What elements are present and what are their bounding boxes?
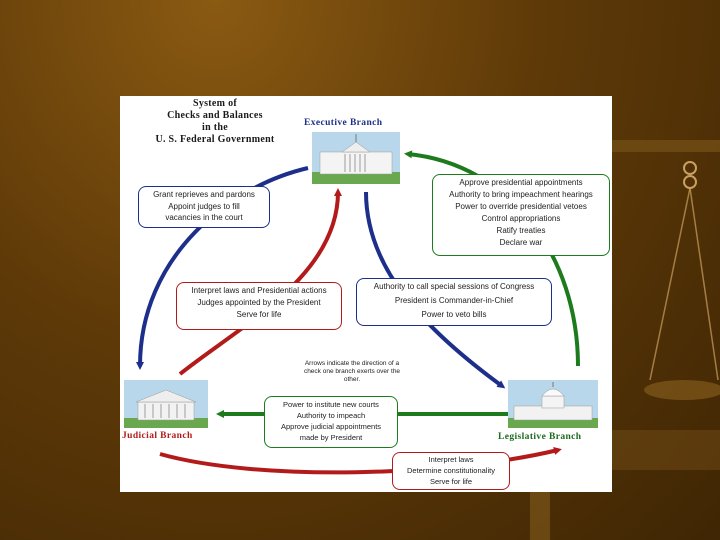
legislative-branch-label: Legislative Branch (498, 432, 582, 442)
judicial-checks-exec-box: Interpret laws and Presidential actions … (176, 282, 342, 330)
legislative-checks-exec-box: Approve presidential appointments Author… (432, 174, 610, 256)
arrow-judicial-to-legislative (159, 447, 562, 475)
white-house-image (312, 132, 400, 184)
diagram-title: System of Checks and Balances in the U. … (155, 98, 275, 145)
arrow-exec-to-judicial (136, 166, 309, 370)
judicial-branch-label: Judicial Branch (122, 431, 193, 441)
checks-and-balances-diagram: System of Checks and Balances in the U. … (120, 96, 612, 492)
exec-checks-legislative-box: Authority to call special sessions of Co… (356, 278, 552, 326)
legislative-checks-judicial-box: Power to institute new courts Authority … (264, 396, 398, 448)
capitol-building-image (508, 380, 598, 428)
supreme-court-image (124, 380, 208, 428)
judicial-checks-legislative-box: Interpret laws Determine constitutionali… (392, 452, 510, 490)
exec-checks-judicial-box: Grant reprieves and pardons Appoint judg… (138, 186, 270, 228)
executive-branch-label: Executive Branch (304, 118, 383, 128)
arrow-legend-note: Arrows indicate the direction of a check… (303, 360, 401, 383)
